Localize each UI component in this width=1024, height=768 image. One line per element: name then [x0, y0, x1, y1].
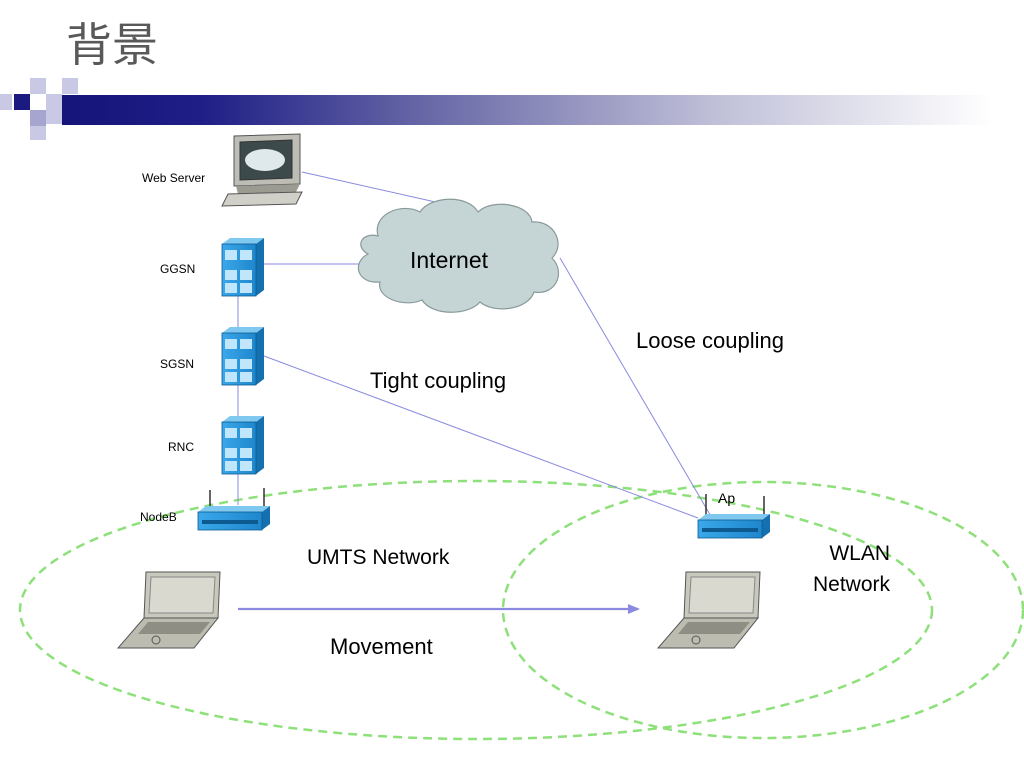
laptop-umts-icon — [116, 571, 221, 649]
umts-network-label: UMTS Network — [307, 546, 450, 569]
decorative-squares — [0, 78, 80, 142]
tight-coupling-line — [263, 355, 699, 519]
rnc-server-icon — [221, 416, 264, 475]
movement-label: Movement — [330, 634, 433, 659]
title-bar — [62, 95, 992, 125]
laptop-wlan-icon — [656, 571, 761, 649]
wlan-network-label: WLAN Network — [780, 538, 890, 600]
umts-network-ellipse — [18, 479, 934, 741]
ggsn-server-icon — [221, 238, 264, 297]
ap-label: Ap — [718, 490, 736, 506]
nodeb-router-icon — [197, 488, 270, 531]
loose-coupling-line — [559, 257, 713, 519]
wlan-label-line2: Network — [812, 573, 890, 596]
tight-coupling-label: Tight coupling — [370, 368, 507, 393]
sgsn-server-icon — [221, 327, 264, 386]
nodeb-label: NodeB — [140, 510, 177, 524]
web-server-label: Web Server — [142, 171, 206, 185]
sgsn-label: SGSN — [160, 357, 195, 371]
wlan-network-ellipse — [501, 480, 1024, 740]
wlan-label-line1: WLAN — [829, 542, 890, 565]
internet-cloud-icon — [357, 198, 560, 313]
web-server-icon — [221, 133, 303, 207]
ggsn-label: GGSN — [160, 262, 196, 276]
internet-label: Internet — [410, 247, 488, 273]
rnc-label: RNC — [168, 440, 194, 454]
ap-router-icon — [697, 494, 770, 539]
loose-coupling-label: Loose coupling — [636, 328, 785, 353]
slide-title: 背景 — [66, 18, 158, 72]
